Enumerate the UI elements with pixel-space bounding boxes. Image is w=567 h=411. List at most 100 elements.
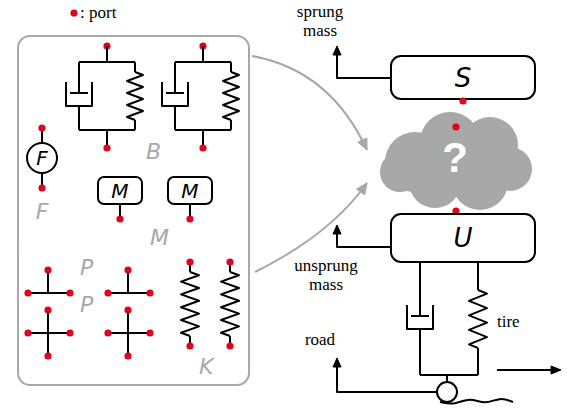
- box-outline: [391, 56, 535, 99]
- port-dot: [44, 266, 51, 273]
- part-letter: M: [150, 226, 169, 251]
- port-dot: [66, 329, 73, 336]
- port-dot: [226, 258, 233, 265]
- cloud-shape: [380, 112, 532, 210]
- node-label: U: [453, 225, 472, 251]
- part-letter: K: [199, 355, 213, 380]
- node-label: M: [181, 181, 198, 201]
- port-dot: [103, 144, 110, 151]
- spring-symbol: [469, 290, 487, 348]
- port-dot: [186, 215, 193, 222]
- damper-symbol: [174, 106, 176, 130]
- circle-outline: [27, 143, 57, 173]
- wire: [106, 46, 108, 62]
- port-dot: [124, 352, 131, 359]
- cloud-lobe: [427, 137, 487, 197]
- grey-arrow: [252, 56, 367, 150]
- wire: [202, 46, 204, 62]
- port-dot: [104, 289, 111, 296]
- callout-text: tire: [497, 312, 520, 331]
- port-dot: [70, 9, 77, 16]
- unsprung-mass-box: U: [390, 213, 536, 263]
- port-dot: [66, 289, 73, 296]
- wire: [79, 61, 135, 63]
- node-label: ?: [442, 137, 468, 179]
- legend-note: : port: [80, 3, 116, 22]
- spring-symbol: [477, 348, 479, 375]
- port-dot: [186, 258, 193, 265]
- part-letter: F: [27, 200, 57, 225]
- port-dot: [186, 342, 193, 349]
- arrow-head: [333, 358, 341, 367]
- spring-symbol: [134, 120, 136, 130]
- damper-symbol: [411, 315, 429, 317]
- spring-symbol: [223, 72, 239, 120]
- damper-symbol: [174, 62, 176, 93]
- force-source: F: [26, 142, 58, 174]
- junction-symbol: [127, 310, 129, 356]
- port-dot: [459, 97, 466, 104]
- part-letter: B: [146, 140, 161, 165]
- parts-panel: [18, 36, 249, 385]
- arrow-head: [358, 138, 367, 150]
- spring-symbol: [221, 272, 239, 336]
- port-dot: [38, 124, 45, 131]
- port-dot: [116, 215, 123, 222]
- damper-symbol: [162, 82, 188, 106]
- arrow-head: [333, 225, 341, 234]
- damper-symbol: [407, 305, 433, 329]
- damper-symbol: [419, 329, 421, 375]
- spring-symbol: [230, 120, 232, 130]
- port-dot: [38, 184, 45, 191]
- damper-symbol: [166, 92, 184, 94]
- road-wheel: [437, 382, 457, 402]
- port-dot: [104, 329, 111, 336]
- road-profile: [440, 399, 513, 403]
- damper-symbol: [66, 82, 92, 106]
- spring-symbol: [181, 272, 199, 336]
- cloud-lobe: [380, 152, 420, 192]
- port-dot: [124, 266, 131, 273]
- part-letter: P: [80, 256, 93, 281]
- wire: [446, 375, 448, 382]
- box-outline: [168, 177, 212, 204]
- wire: [175, 61, 231, 63]
- callout-text: sprung mass: [285, 2, 355, 40]
- port-dot: [146, 289, 153, 296]
- port-dot: [24, 329, 31, 336]
- node-label: F: [36, 148, 48, 168]
- spring-symbol: [230, 62, 232, 72]
- spring-symbol: [477, 263, 479, 290]
- arrow-head: [357, 183, 367, 195]
- port-dot: [146, 329, 153, 336]
- box-outline: [98, 177, 142, 204]
- port-dot: [44, 306, 51, 313]
- arrow-head: [333, 46, 341, 55]
- port-dot: [44, 352, 51, 359]
- callout-text: road: [295, 330, 345, 349]
- damper-symbol: [78, 62, 80, 93]
- damper-symbol: [419, 263, 421, 316]
- pointer-arrow: [337, 232, 390, 247]
- node-label: M: [111, 181, 128, 201]
- port-dot: [199, 144, 206, 151]
- part-letter: P: [80, 293, 93, 318]
- sprung-mass-box: S: [390, 55, 536, 100]
- box-outline: [391, 214, 535, 262]
- port-dot: [124, 306, 131, 313]
- unknown-network-cloud: ?: [375, 107, 535, 209]
- mass-box: M: [97, 176, 143, 205]
- pointer-arrow: [337, 54, 390, 78]
- pointer-arrow: [337, 366, 437, 392]
- damper-symbol: [78, 106, 80, 130]
- wire: [420, 374, 478, 376]
- callout-text: unsprung mass: [284, 256, 368, 294]
- node-label: S: [455, 65, 472, 91]
- arrow-head: [551, 366, 561, 374]
- port-dot: [226, 342, 233, 349]
- spring-symbol: [134, 62, 136, 72]
- damper-symbol: [70, 92, 88, 94]
- junction-symbol: [47, 310, 49, 356]
- mass-box: M: [167, 176, 213, 205]
